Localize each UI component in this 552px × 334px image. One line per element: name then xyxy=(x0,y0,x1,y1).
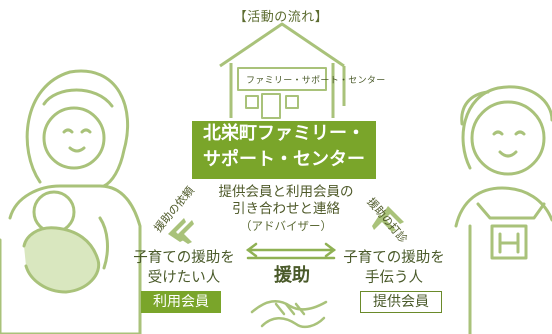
house-icon xyxy=(219,22,346,119)
user-description: 子育ての援助を 受けたい人 xyxy=(128,248,240,288)
provider-description-line1: 子育ての援助を xyxy=(343,250,445,266)
center-name-line2: サポート・センター xyxy=(203,149,365,170)
provider-description: 子育ての援助を 手伝う人 xyxy=(336,248,452,288)
user-description-line1: 子育ての援助を xyxy=(133,250,235,266)
description-line1: 提供会員と利用会員の xyxy=(218,184,354,200)
house-sign: ファミリー・サポート・センター xyxy=(246,76,386,86)
description-line3: （アドバイザー） xyxy=(240,219,332,233)
user-description-line2: 受けたい人 xyxy=(147,270,221,286)
double-arrow-icon xyxy=(245,242,337,260)
page-title: 【活動の流れ】 xyxy=(233,10,329,25)
user-member-badge: 利用会員 xyxy=(141,291,221,313)
mother-with-baby-icon xyxy=(0,69,142,334)
center-name-line1: 北栄町ファミリー・ xyxy=(203,123,365,144)
double-arrow-icon xyxy=(372,206,404,232)
description-line2: 引き合わせと連絡 xyxy=(232,201,340,217)
support-label: 援助 xyxy=(274,265,310,286)
provider-member-badge: 提供会員 xyxy=(360,291,442,313)
center-name-box: 北栄町ファミリー・ サポート・センター xyxy=(192,121,376,179)
double-arrow-icon xyxy=(168,218,194,244)
center-description: 提供会員と利用会員の 引き合わせと連絡 （アドバイザー） xyxy=(206,184,366,235)
provider-description-line2: 手伝う人 xyxy=(365,270,423,286)
helper-woman-icon xyxy=(454,85,552,334)
handshake-icon xyxy=(250,299,328,329)
